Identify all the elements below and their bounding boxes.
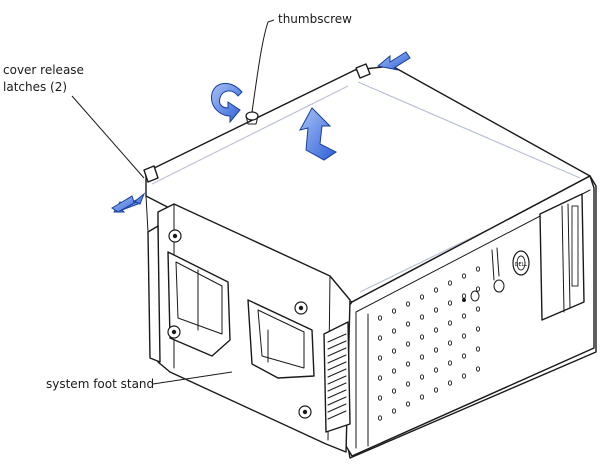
vent-hole — [391, 368, 397, 374]
drive-bays — [539, 193, 585, 321]
callout-cover-release-latches: cover release latches (2) — [3, 63, 145, 179]
vent-hole — [405, 321, 411, 327]
vent-hole — [377, 355, 383, 361]
vent-hole — [405, 381, 411, 387]
logo-text: DELL — [515, 262, 528, 268]
vent-hole — [461, 333, 467, 339]
grip-rib — [327, 403, 347, 413]
vent-hole — [377, 335, 383, 341]
vent-hole — [475, 346, 481, 352]
grip-rib — [327, 361, 347, 371]
vent-hole — [391, 308, 397, 314]
vent-hole — [419, 314, 425, 320]
vent-hole — [475, 306, 481, 312]
front-buttons — [462, 247, 505, 302]
vent-hole — [377, 375, 383, 381]
vent-hole — [447, 280, 453, 286]
vent-hole — [461, 313, 467, 319]
vent-hole — [447, 360, 453, 366]
press-arrow-icon-front — [111, 192, 146, 213]
grip-rib — [327, 382, 347, 392]
vent-hole — [433, 327, 439, 333]
vent-hole — [391, 388, 397, 394]
vent-hole — [461, 373, 467, 379]
callout-system-foot-stand: system foot stand — [46, 371, 233, 391]
callout-thumbscrew: thumbscrew — [251, 12, 352, 113]
vent-hole — [405, 361, 411, 367]
latch-front — [143, 165, 159, 183]
vent-hole — [475, 286, 481, 292]
latch-rear — [355, 63, 371, 79]
vent-hole — [419, 374, 425, 380]
vent-hole — [461, 293, 467, 299]
vent-hole — [405, 401, 411, 407]
vent-hole — [447, 320, 453, 326]
lift-up-arrow-icon — [299, 107, 337, 161]
vent-hole — [447, 300, 453, 306]
grip-rib — [327, 333, 347, 343]
vent-hole — [377, 315, 383, 321]
foot-grip — [323, 321, 351, 433]
grip-rib — [327, 368, 347, 378]
vent-hole — [447, 340, 453, 346]
grip-rib — [327, 340, 347, 350]
label-cover-release-line2: latches (2) — [3, 80, 67, 94]
vent-hole — [377, 415, 383, 421]
stand-screws — [167, 229, 312, 419]
label-thumbscrew: thumbscrew — [278, 12, 352, 26]
grip-rib — [327, 347, 347, 357]
vent-hole — [391, 408, 397, 414]
vent-hole — [433, 287, 439, 293]
vent-hole — [433, 347, 439, 353]
vent-hole — [447, 380, 453, 386]
vent-hole — [461, 273, 467, 279]
vent-holes — [377, 266, 481, 421]
dell-logo-icon: DELL — [512, 250, 530, 276]
vent-hole — [461, 353, 467, 359]
label-cover-release-line1: cover release — [3, 63, 84, 77]
counterclockwise-rotate-arrow-icon — [211, 82, 243, 124]
vent-hole — [419, 294, 425, 300]
vent-hole — [433, 367, 439, 373]
vent-hole — [405, 341, 411, 347]
press-arrow-icon-rear — [376, 51, 411, 71]
vent-hole — [475, 326, 481, 332]
vent-hole — [475, 266, 481, 272]
vent-hole — [391, 348, 397, 354]
grip-rib — [327, 354, 347, 364]
vent-hole — [475, 366, 481, 372]
grip-rib — [327, 410, 347, 420]
grip-rib — [327, 375, 347, 385]
vent-hole — [433, 307, 439, 313]
vent-hole — [405, 301, 411, 307]
label-system-foot-stand: system foot stand — [46, 377, 154, 391]
grip-rib — [327, 396, 347, 406]
vent-hole — [419, 354, 425, 360]
vent-hole — [419, 334, 425, 340]
computer-chassis: DELL — [143, 63, 597, 459]
vent-hole — [391, 328, 397, 334]
vent-hole — [419, 394, 425, 400]
vent-hole — [377, 395, 383, 401]
grip-rib — [327, 389, 347, 399]
vent-hole — [433, 387, 439, 393]
